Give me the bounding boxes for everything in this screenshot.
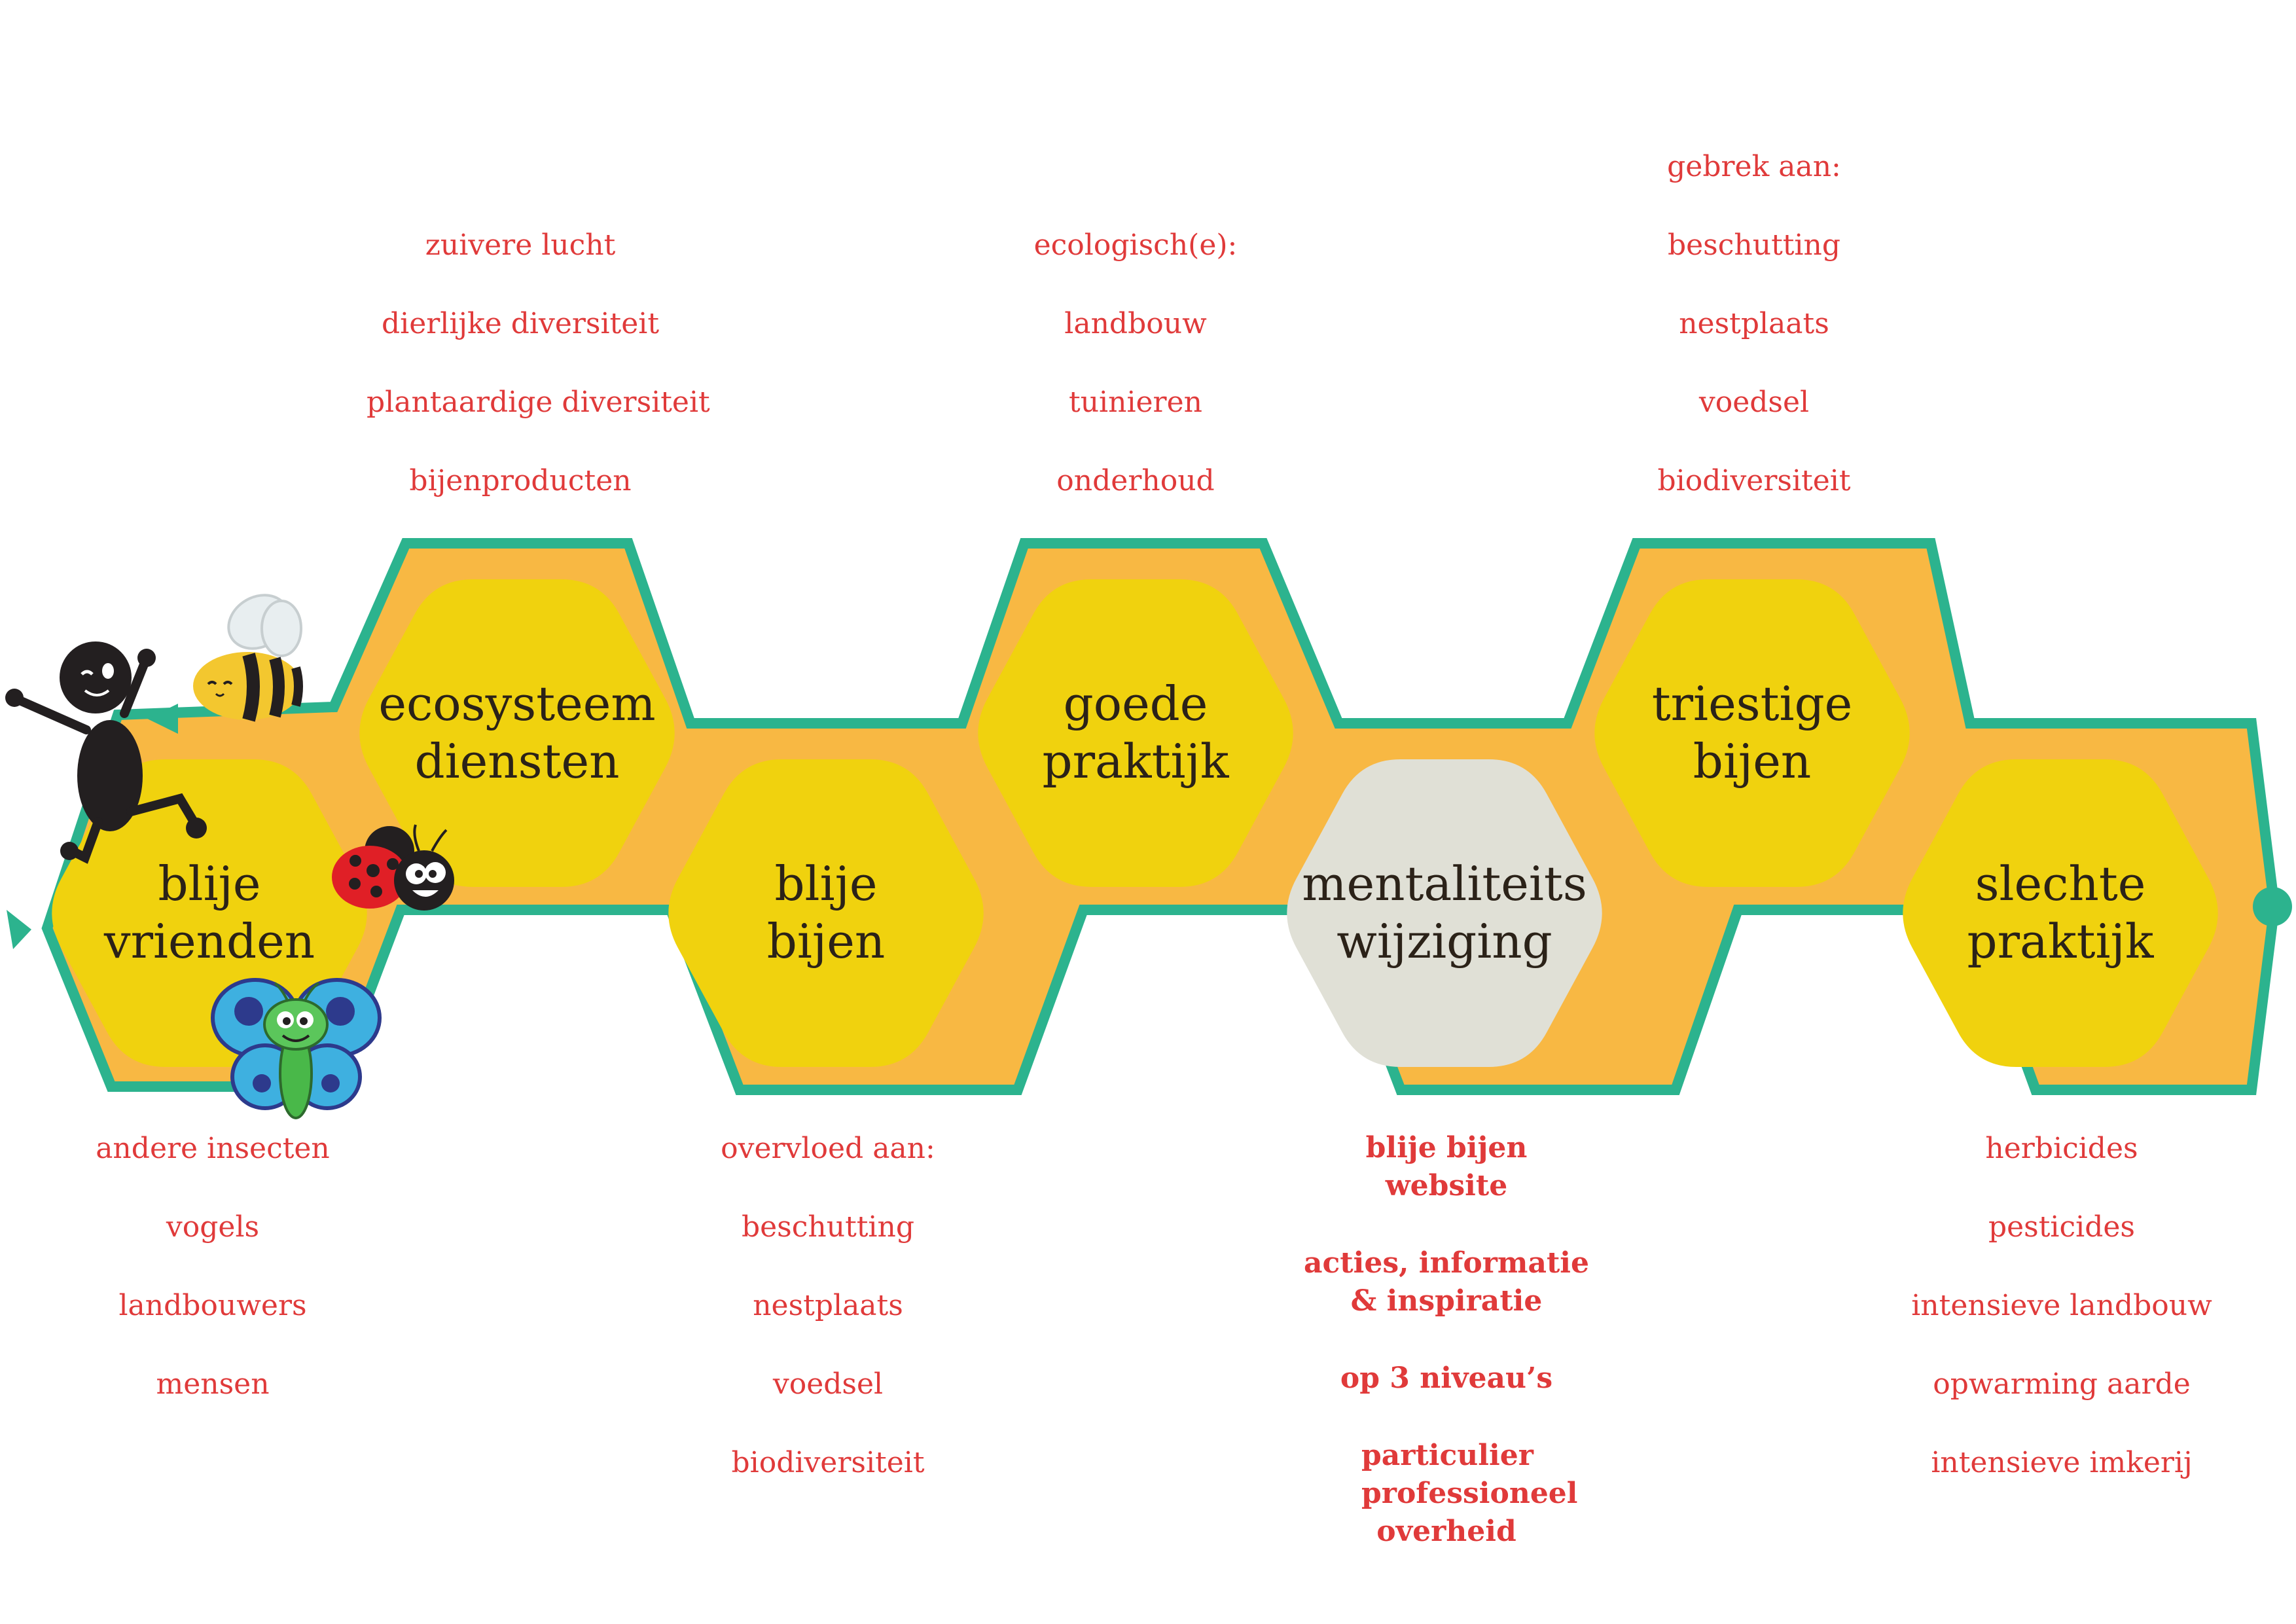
hexagon-label-line-2: wijziging	[1336, 914, 1552, 969]
hexagon-shape	[1287, 759, 1602, 1067]
hexagon-shape	[978, 579, 1293, 887]
note-bijen-5: biodiversiteit	[731, 1446, 925, 1479]
note-slechte-3: intensieve landbouw	[1911, 1289, 2212, 1322]
note-ecosysteem-3: plantaardige diversiteit	[367, 386, 710, 419]
hexagon-label-line-1: blije	[774, 856, 877, 911]
note-triestige-3: nestplaats	[1679, 307, 1829, 340]
hexagon-label-line-1: blije	[158, 856, 260, 911]
hexagon-shape	[668, 759, 984, 1067]
note-bijen-3: nestplaats	[753, 1289, 903, 1322]
note-mentaliteit-website: blije bijen website	[1365, 1131, 1528, 1202]
hexagon-label-line-1: ecosysteem	[378, 676, 655, 731]
path-end-dot	[2253, 887, 2292, 926]
butterfly	[211, 978, 382, 1119]
hexagon-label-line-1: slechte	[1975, 856, 2146, 911]
notes-bijen: overvloed aan: beschutting nestplaats vo…	[674, 1129, 982, 1522]
note-bijen-4: voedsel	[772, 1367, 884, 1401]
hexagon-label-line-1: triestige	[1652, 676, 1853, 731]
hexagon-shape	[359, 579, 675, 887]
note-goede-2: landbouw	[1064, 307, 1207, 340]
notes-mentaliteit: blije bijen website acties, informatie &…	[1302, 1129, 1590, 1551]
note-slechte-2: pesticides	[1988, 1210, 2136, 1244]
hexagon-label-line-2: praktijk	[1043, 734, 1230, 789]
arrow-head-bottom	[7, 910, 31, 949]
notes-slechte: herbicides pesticides intensieve landbou…	[1908, 1129, 2215, 1522]
note-bijen-1: overvloed aan:	[721, 1132, 935, 1165]
note-goede-3: tuinieren	[1069, 386, 1202, 419]
note-mentaliteit-niveau-list: particulier professioneel overheid	[1361, 1439, 1578, 1548]
note-triestige-4: voedsel	[1698, 386, 1810, 419]
hexagon-shape	[1594, 579, 1910, 887]
note-vrienden-3: landbouwers	[118, 1289, 307, 1322]
note-slechte-1: herbicides	[1985, 1132, 2138, 1165]
note-vrienden-2: vogels	[166, 1210, 260, 1244]
note-triestige-5: biodiversiteit	[1657, 464, 1851, 497]
notes-ecosysteem: zuivere lucht dierlijke diversiteit plan…	[367, 226, 710, 540]
notes-goede: ecologisch(e): landbouw tuinieren onderh…	[982, 226, 1289, 540]
note-mentaliteit-niveaus: op 3 niveau’s	[1340, 1362, 1553, 1395]
note-ecosysteem-1: zuivere lucht	[425, 228, 616, 262]
arrow-head-top	[147, 704, 178, 734]
note-vrienden-4: mensen	[156, 1367, 270, 1401]
note-goede-1: ecologisch(e):	[1033, 228, 1238, 262]
note-mentaliteit-acties: acties, informatie & inspiratie	[1303, 1246, 1589, 1318]
hexagon-label-line-2: bijen	[1693, 734, 1811, 789]
note-triestige-1: gebrek aan:	[1667, 150, 1841, 183]
note-ecosysteem-4: bijenproducten	[409, 464, 632, 497]
notes-vrienden: andere insecten vogels landbouwers mense…	[59, 1129, 367, 1443]
hexagon-label-line-2: bijen	[767, 914, 885, 969]
hexagon-label-line-2: vrienden	[103, 914, 315, 969]
hexagon-shape	[52, 759, 367, 1067]
note-ecosysteem-2: dierlijke diversiteit	[381, 307, 660, 340]
note-triestige-2: beschutting	[1667, 228, 1841, 262]
notes-triestige: gebrek aan: beschutting nestplaats voeds…	[1600, 147, 1908, 540]
hexagon-label-line-1: goede	[1064, 676, 1208, 731]
note-goede-4: onderhoud	[1056, 464, 1215, 497]
note-vrienden-1: andere insecten	[96, 1132, 330, 1165]
note-slechte-4: opwarming aarde	[1933, 1367, 2191, 1401]
hexagon-shape	[1903, 759, 2218, 1067]
hexagon-label-line-2: praktijk	[1967, 914, 2155, 969]
note-bijen-2: beschutting	[741, 1210, 915, 1244]
hexagon-label-line-2: diensten	[415, 734, 620, 789]
bee	[193, 594, 303, 722]
ant-figure	[5, 641, 207, 864]
note-slechte-5: intensieve imkerij	[1931, 1446, 2193, 1479]
ladybug	[332, 824, 454, 911]
hexagon-label-line-1: mentaliteits	[1302, 856, 1587, 911]
